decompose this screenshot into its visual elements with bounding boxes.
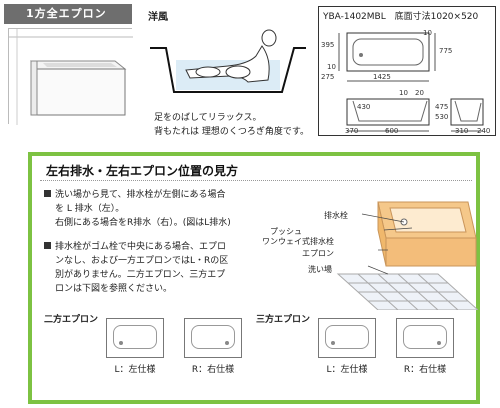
dim-600: 600 <box>385 127 399 135</box>
dim-775: 775 <box>439 47 453 55</box>
drain-side-explanation: 洗い場から見て、排水栓が左側にある場合 を L 排水（左）。 右側にある場合をR… <box>44 188 270 230</box>
drain-apron-info-panel: 左右排水・左右エプロン位置の見方 洗い場から見て、排水栓が左側にある場合 を L… <box>28 152 480 404</box>
dim-275: 275 <box>321 73 335 81</box>
three-way-left-label: L：左仕様 <box>326 365 368 375</box>
dim-395: 395 <box>321 41 335 49</box>
label-apron: エプロン <box>302 249 334 258</box>
dim-1425: 1425 <box>373 73 391 81</box>
dim-370: 370 <box>345 127 359 135</box>
two-way-left-label: L：左仕様 <box>114 365 156 375</box>
dim-10c: 10 <box>399 89 408 97</box>
spec-box: YBA-1402MBL 底面寸法1020×520 395 10 775 10 2… <box>318 6 496 136</box>
three-way-right-tub-icon <box>396 318 454 358</box>
dimension-drawing <box>338 32 484 132</box>
two-way-left-tub-icon <box>106 318 164 358</box>
reclining-person-illustration <box>150 29 306 93</box>
para1-line3: 右側にある場合をR排水（右）。(図はL排水) <box>55 218 231 228</box>
base-size: 底面寸法1020×520 <box>394 12 479 22</box>
dim-530: 530 <box>435 113 449 121</box>
dim-20: 20 <box>415 89 424 97</box>
label-wash-area: 洗い場 <box>308 265 332 274</box>
two-way-right-label: R：右仕様 <box>191 365 235 375</box>
two-way-right-tub-icon <box>184 318 242 358</box>
three-way-left-tub-icon <box>318 318 376 358</box>
three-way-apron-title: 三方エプロン <box>256 315 311 325</box>
para2-line4: ロンは下図を参照ください。 <box>55 284 173 294</box>
bullet-square-icon <box>44 190 51 197</box>
no-distinction-explanation: 排水栓がゴム栓で中央にある場合、エプロ ンなし、および一方エプロンではL・Rの区… <box>44 240 270 296</box>
dim-10a: 10 <box>423 29 432 37</box>
para2-line3: 別がありません。二方エプロン、三方エプ <box>55 270 226 280</box>
label-drain-plug: 排水栓 <box>324 211 348 220</box>
bathtub-apron-drawing <box>9 29 133 125</box>
title-divider <box>40 180 472 181</box>
label-push: プッシュ <box>270 227 302 236</box>
section-title: 左右排水・左右エプロン位置の見方 <box>46 164 239 178</box>
para2-line2: ンなし、および一方エプロンではL・Rの区 <box>55 256 229 266</box>
apron-type-header: 1方全エプロン <box>4 4 132 24</box>
two-way-apron-title: 二方エプロン <box>44 315 99 325</box>
dim-10b: 10 <box>327 63 336 71</box>
western-style-title: 洋風 <box>148 12 168 23</box>
apron-illustration <box>8 28 133 125</box>
label-oneway-drain: ワンウェイ式排水栓 <box>262 237 334 246</box>
para1-line2: を L 排水（左）。 <box>55 204 125 214</box>
bullet-square-icon <box>44 242 51 249</box>
model-number: YBA-1402MBL <box>323 12 386 22</box>
dim-475: 475 <box>435 103 449 111</box>
dim-310: 310 <box>455 127 469 135</box>
spec-header: YBA-1402MBL 底面寸法1020×520 <box>319 7 495 24</box>
tub-drain-diagram <box>336 201 478 310</box>
para1-line1: 洗い場から見て、排水栓が左側にある場合 <box>55 190 226 200</box>
western-note-2: 背もたれは 理想のくつろぎ角度です。 <box>154 127 309 137</box>
three-way-right-label: R：右仕様 <box>403 365 447 375</box>
dim-430: 430 <box>357 103 371 111</box>
dim-240: 240 <box>477 127 491 135</box>
para2-line1: 排水栓がゴム栓で中央にある場合、エプロ <box>55 242 227 252</box>
western-note-1: 足をのばしてリラックス。 <box>154 113 262 123</box>
